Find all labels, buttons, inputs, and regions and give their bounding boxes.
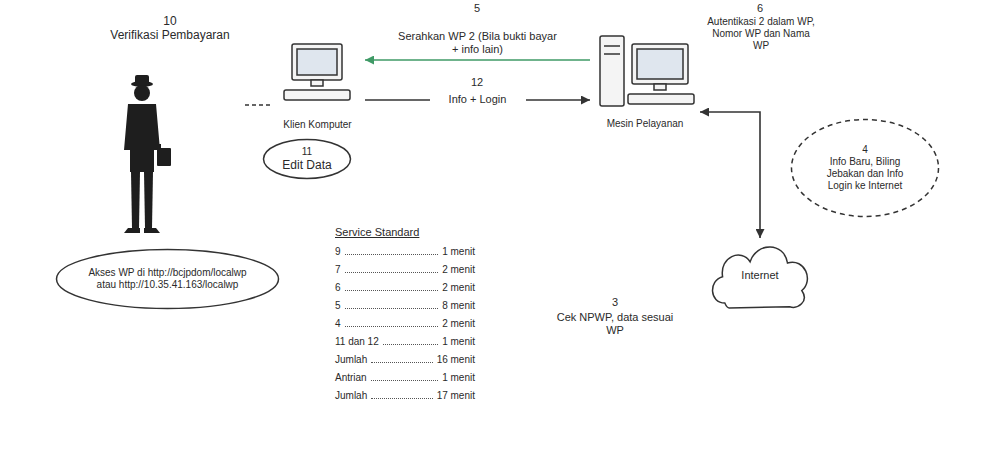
coat bbox=[124, 104, 160, 172]
dot-leader bbox=[383, 344, 438, 345]
table-cell: Jumlah bbox=[335, 354, 367, 366]
table-cell: Antrian bbox=[335, 372, 367, 384]
table-row: Jumlah 17 menit bbox=[335, 390, 475, 402]
keyboard bbox=[628, 94, 694, 104]
table-cell: 8 menit bbox=[442, 300, 475, 312]
cloud-outline bbox=[713, 247, 808, 308]
connector bbox=[700, 112, 760, 238]
hat-crown bbox=[135, 75, 149, 84]
head bbox=[134, 85, 150, 101]
leg bbox=[144, 172, 153, 228]
table-row: 4 2 menit bbox=[335, 318, 475, 330]
table-cell: 5 bbox=[335, 300, 341, 312]
access-ellipse: Akses WP di http://bcjpdom/localwp atau … bbox=[55, 248, 280, 310]
dot-leader bbox=[371, 398, 432, 399]
info-ellipse: 4Info Baru, Biling Jebakan dan Info Logi… bbox=[790, 118, 940, 218]
callout-number: 3 bbox=[575, 296, 655, 309]
stand bbox=[311, 80, 323, 86]
node-text: Mesin Pelayanan bbox=[607, 118, 684, 130]
node-text: Akses WP di http://bcjpdom/localwp atau … bbox=[81, 267, 254, 291]
dot-leader bbox=[345, 290, 439, 291]
table-cell: 1 menit bbox=[442, 372, 475, 384]
table-cell: 7 bbox=[335, 264, 341, 276]
monitor bbox=[632, 44, 688, 84]
monitor bbox=[292, 44, 342, 80]
node-text: 4 bbox=[862, 144, 868, 156]
server-node: Mesin Pelayanan bbox=[590, 22, 700, 132]
internet-cloud: Internet bbox=[705, 238, 815, 313]
screen bbox=[297, 49, 337, 75]
ellipse-outline bbox=[57, 250, 279, 309]
shoe bbox=[144, 228, 160, 233]
dot-leader bbox=[345, 308, 439, 309]
person-node: 10Verifikasi Pembayaran bbox=[95, 12, 245, 237]
dot-leader bbox=[345, 326, 439, 327]
table-row: 9 1 menit bbox=[335, 246, 475, 258]
dot-leader bbox=[345, 254, 439, 255]
table-cell: 6 bbox=[335, 282, 341, 294]
node-text: Verifikasi Pembayaran bbox=[110, 28, 229, 42]
dot-leader bbox=[371, 380, 439, 381]
table-cell: 17 menit bbox=[437, 390, 475, 402]
dot-leader bbox=[345, 272, 439, 273]
server-computer-icon bbox=[600, 36, 694, 106]
table-cell: 2 menit bbox=[442, 282, 475, 294]
ellipse-outline bbox=[264, 140, 351, 179]
client-computer-icon bbox=[284, 44, 350, 100]
drive-slot bbox=[604, 53, 620, 55]
callout-number: 5 bbox=[462, 2, 492, 15]
callout-number: 6 bbox=[745, 2, 775, 15]
hand bbox=[158, 144, 161, 150]
process-ellipse: 11Edit Data bbox=[262, 138, 352, 180]
node-text: 11 bbox=[302, 146, 312, 158]
table-row: 7 2 menit bbox=[335, 264, 475, 276]
tower bbox=[600, 36, 624, 106]
table-cell: 4 bbox=[335, 318, 341, 330]
table-row: Jumlah 16 menit bbox=[335, 354, 475, 366]
edge-label: Serahkan WP 2 (Bila bukti bayar + info l… bbox=[392, 30, 563, 56]
node-text: Internet bbox=[741, 269, 778, 282]
table-cell: 11 dan 12 bbox=[335, 336, 379, 348]
node-text: Klien Komputer bbox=[283, 119, 351, 131]
dot-leader bbox=[371, 362, 432, 363]
step-note: Autentikasi 2 dalam WP, Nomor WP dan Nam… bbox=[706, 16, 816, 52]
table-row: 11 dan 12 1 menit bbox=[335, 336, 475, 348]
leg bbox=[131, 172, 140, 228]
table-cell: 2 menit bbox=[442, 264, 475, 276]
connector bbox=[365, 59, 590, 61]
table-row: Antrian 1 menit bbox=[335, 372, 475, 384]
ellipse-outline bbox=[792, 120, 939, 217]
stand bbox=[654, 84, 666, 90]
node-text: Edit Data bbox=[282, 158, 331, 172]
table-row: 5 8 menit bbox=[335, 300, 475, 312]
table-cell: 1 menit bbox=[442, 246, 475, 258]
connector bbox=[245, 104, 270, 106]
drive-slot bbox=[604, 45, 620, 47]
edge-label: Info + Login bbox=[430, 93, 526, 106]
person-figure bbox=[124, 75, 171, 233]
table-title: Service Standard bbox=[335, 226, 475, 239]
table-cell: 1 menit bbox=[442, 336, 475, 348]
node-text: Info Baru, Biling Jebakan dan Info Login… bbox=[816, 156, 914, 192]
table-cell: 9 bbox=[335, 246, 341, 258]
computer-node: Klien Komputer bbox=[270, 38, 365, 133]
step-note: Cek NPWP, data sesuai WP bbox=[550, 311, 680, 337]
table-cell: Jumlah bbox=[335, 390, 367, 402]
table-cell: 2 menit bbox=[442, 318, 475, 330]
table-cell: 16 menit bbox=[437, 354, 475, 366]
keyboard bbox=[284, 90, 350, 100]
callout-number: 12 bbox=[462, 76, 492, 89]
node-text: 10 bbox=[163, 14, 176, 28]
shoe bbox=[124, 228, 140, 233]
table-row: 6 2 menit bbox=[335, 282, 475, 294]
screen bbox=[637, 49, 683, 79]
briefcase bbox=[157, 148, 171, 166]
